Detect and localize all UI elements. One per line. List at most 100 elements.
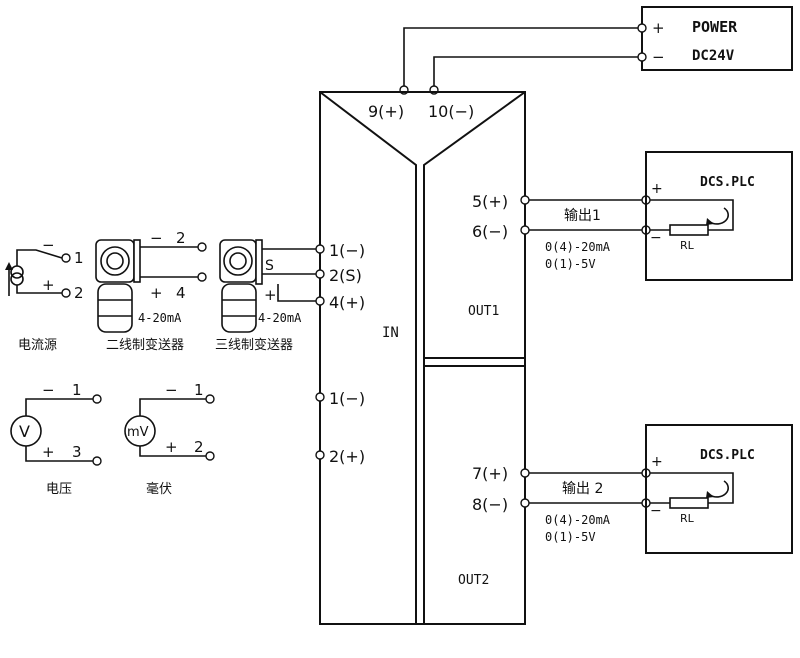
two-wire-junction bbox=[133, 239, 141, 283]
input-term-label-4: 4(+) bbox=[329, 293, 365, 312]
voltage-terminal-3 bbox=[92, 456, 102, 466]
millivolt-symbol: mV bbox=[127, 425, 149, 440]
input-term-label-2b: 2(+) bbox=[329, 447, 365, 466]
millivolt-minus: − bbox=[165, 381, 178, 399]
millivolt-t2: 2 bbox=[194, 438, 204, 456]
power-supply: + − POWER DC24V bbox=[399, 6, 793, 95]
input-terminal-1-voltage bbox=[315, 392, 325, 402]
module-divider-left bbox=[319, 91, 417, 624]
current-source-plus: + bbox=[42, 276, 55, 294]
out2-load-loop bbox=[650, 472, 734, 504]
input-term-label-2s: 2(S) bbox=[329, 266, 362, 285]
output-term-label-5: 5(+) bbox=[472, 192, 508, 211]
two-wire-minus: − bbox=[150, 229, 163, 247]
out1-resistor bbox=[669, 224, 709, 236]
out2-range-b: 0(1)-5V bbox=[545, 530, 596, 544]
three-wire-plus: + bbox=[264, 286, 277, 304]
three-wire-range: 4-20mA bbox=[258, 311, 302, 325]
out2-label: OUT2 bbox=[458, 573, 489, 588]
power-plus: + bbox=[652, 19, 665, 37]
current-source-terminal-2 bbox=[61, 288, 71, 298]
out1-current-arrow bbox=[709, 207, 729, 225]
power-minus: − bbox=[652, 48, 665, 66]
three-wire-transmitter: S + 4-20mA 三线制变送器 bbox=[215, 239, 316, 353]
millivolt-name: 毫伏 bbox=[146, 481, 172, 497]
three-wire-body bbox=[221, 283, 257, 333]
power-positive-wire bbox=[403, 27, 642, 88]
out1-arrowhead-icon bbox=[706, 218, 714, 225]
voltage-minus: − bbox=[42, 381, 55, 399]
two-wire-plus: + bbox=[150, 284, 163, 302]
voltage-source: V − 1 + 3 电压 bbox=[10, 381, 102, 497]
output-1-circuit: 输出1 0(4)-20mA 0(1)-5V DCS.PLC + − RL bbox=[520, 151, 793, 281]
voltage-symbol: V bbox=[19, 422, 30, 441]
power-voltage: DC24V bbox=[692, 48, 735, 64]
millivolt-plus: + bbox=[165, 438, 178, 456]
input-terminal-2s bbox=[315, 269, 325, 279]
two-wire-transmitter: − 2 + 4 4-20mA 二线制变送器 bbox=[95, 229, 207, 353]
module-divider-right bbox=[423, 91, 526, 624]
voltage-name: 电压 bbox=[46, 482, 72, 497]
out1-load-loop bbox=[650, 199, 734, 231]
output-term-label-6: 6(−) bbox=[472, 222, 508, 241]
input-terminal-1 bbox=[315, 244, 325, 254]
two-wire-terminal-4 bbox=[197, 272, 207, 282]
current-source-terminal-1 bbox=[61, 253, 71, 263]
current-source-wire-top bbox=[16, 249, 63, 266]
out1-label: OUT1 bbox=[468, 304, 499, 319]
voltage-t1: 1 bbox=[72, 381, 82, 399]
current-arrow-icon bbox=[5, 262, 13, 270]
two-wire-name: 二线制变送器 bbox=[106, 337, 184, 353]
millivolt-wire-top bbox=[139, 398, 206, 416]
three-wire-s: S bbox=[265, 258, 274, 274]
out1-rl-label: RL bbox=[680, 239, 695, 252]
three-wire-name: 三线制变送器 bbox=[215, 337, 293, 353]
output-term-label-7: 7(+) bbox=[472, 464, 508, 483]
out2-arrowhead-icon bbox=[706, 491, 714, 498]
current-source-minus: − bbox=[42, 236, 55, 254]
output-2-circuit: 输出 2 0(4)-20mA 0(1)-5V DCS.PLC + − RL bbox=[520, 424, 793, 554]
out2-dcs-minus: − bbox=[650, 503, 662, 519]
power-negative-wire bbox=[433, 56, 642, 88]
input-terminal-2-voltage bbox=[315, 450, 325, 460]
current-source-icon bbox=[10, 265, 24, 279]
terminal-6 bbox=[520, 225, 530, 235]
terminal-10-label: 10(−) bbox=[428, 102, 474, 121]
current-source: − 1 + 2 电流源 bbox=[5, 236, 84, 353]
output-term-label-8: 8(−) bbox=[472, 495, 508, 514]
isolator-module: 9(+) 10(−) IN OUT1 OUT2 1(−) 2(S) 4(+) 1… bbox=[315, 91, 526, 625]
out2-range-a: 0(4)-20mA bbox=[545, 513, 611, 527]
two-wire-body bbox=[97, 283, 133, 333]
voltage-wire-top bbox=[25, 398, 93, 416]
millivolt-wire-bottom bbox=[139, 446, 206, 457]
out1-dcs-plus: + bbox=[651, 181, 663, 197]
current-source-name: 电流源 bbox=[18, 338, 57, 353]
out2-rl-label: RL bbox=[680, 512, 695, 525]
power-box bbox=[641, 6, 793, 71]
millivolt-terminal-1 bbox=[205, 394, 215, 404]
out2-current-arrow bbox=[709, 480, 729, 498]
three-wire-wire-plus bbox=[277, 284, 316, 302]
two-wire-t4: 4 bbox=[176, 284, 186, 302]
terminal-8 bbox=[520, 498, 530, 508]
voltage-wire-bottom bbox=[25, 446, 93, 462]
three-wire-gauge-icon bbox=[223, 246, 253, 276]
three-wire-junction bbox=[255, 239, 263, 285]
current-source-wire-bottom bbox=[16, 285, 62, 294]
voltage-plus: + bbox=[42, 443, 55, 461]
out2-resistor bbox=[669, 497, 709, 509]
two-wire-range: 4-20mA bbox=[138, 311, 182, 325]
two-wire-gauge-icon bbox=[100, 246, 130, 276]
in-label: IN bbox=[382, 325, 399, 341]
out1-range-a: 0(4)-20mA bbox=[545, 240, 611, 254]
voltage-terminal-1 bbox=[92, 394, 102, 404]
out1-dcs-box bbox=[645, 151, 793, 281]
out2-dcs-box bbox=[645, 424, 793, 554]
two-wire-t2: 2 bbox=[176, 229, 186, 247]
millivolt-source: mV − 1 + 2 毫伏 bbox=[124, 381, 215, 497]
current-source-t2: 2 bbox=[74, 284, 84, 302]
terminal-5 bbox=[520, 195, 530, 205]
input-term-label-1b: 1(−) bbox=[329, 389, 365, 408]
voltage-t3: 3 bbox=[72, 443, 82, 461]
